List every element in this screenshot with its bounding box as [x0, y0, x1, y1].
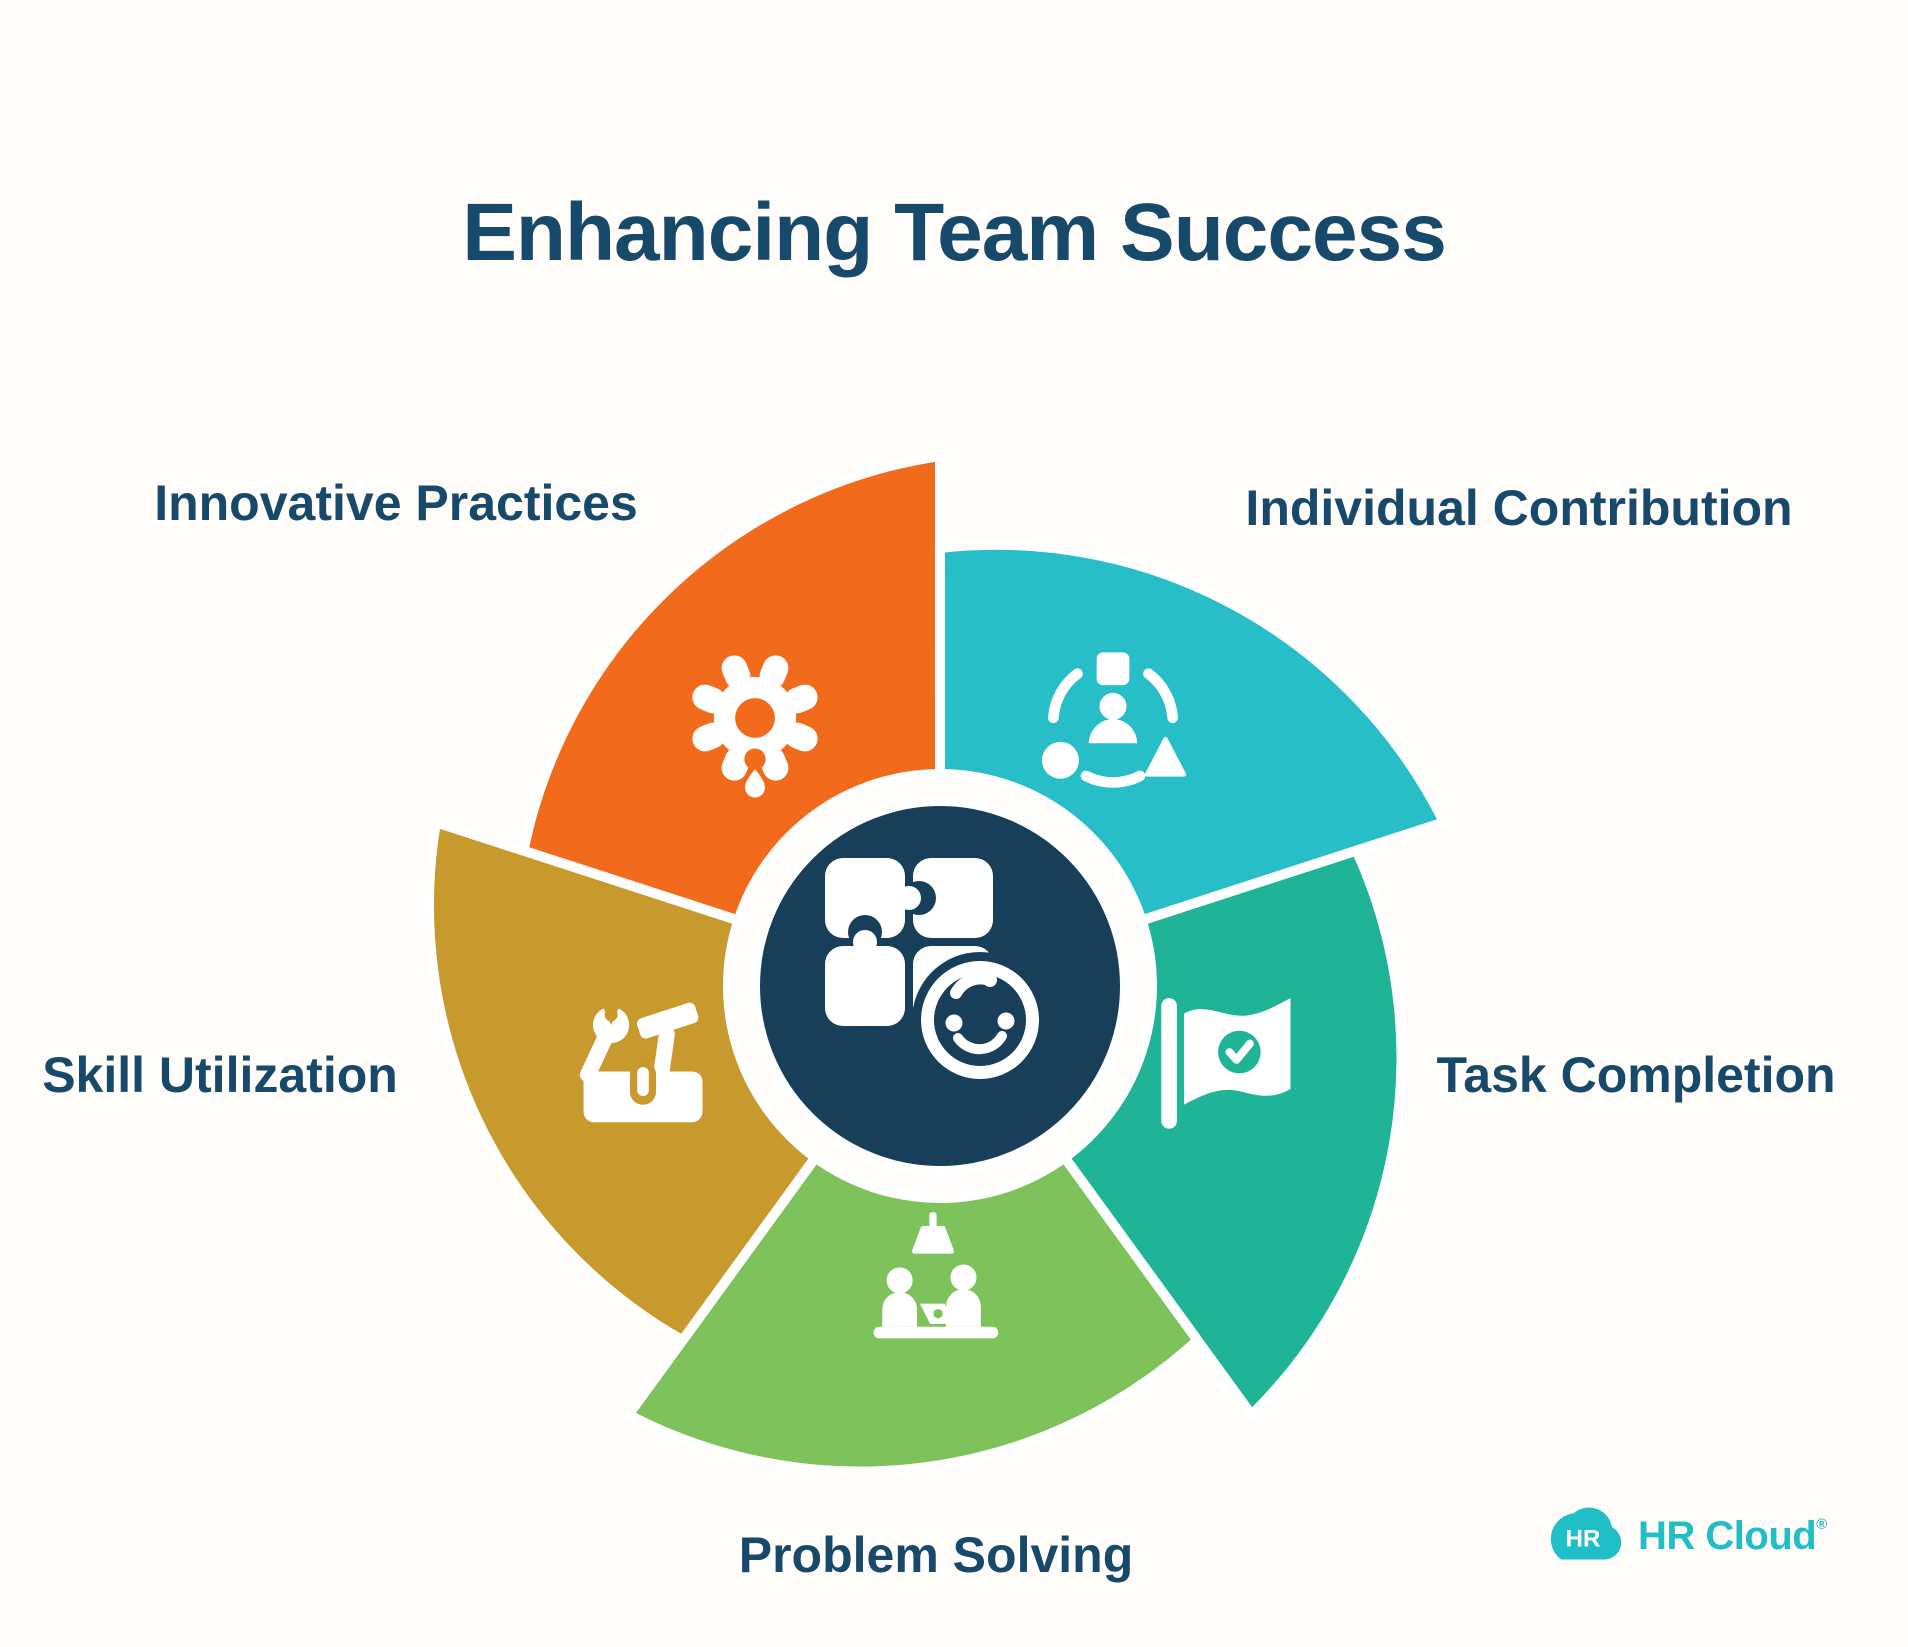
- smiley-face-icon: [912, 952, 1048, 1088]
- logo-brand-label: HR Cloud: [1638, 1513, 1817, 1558]
- toolbox-icon: [579, 998, 703, 1123]
- page-title: Enhancing Team Success: [462, 187, 1447, 278]
- label-individual-contribution: Individual Contribution: [1245, 480, 1793, 536]
- logo-registered-mark: ®: [1816, 1515, 1827, 1533]
- label-problem-solving: Problem Solving: [738, 1527, 1134, 1583]
- segment-task-completion: [1059, 845, 1407, 1420]
- logo-brand-text: HR Cloud®: [1638, 1516, 1827, 1556]
- flag-check-icon: [1161, 998, 1291, 1129]
- logo-badge-text: HR: [1566, 1526, 1601, 1553]
- label-skill-utilization: Skill Utilization: [42, 1047, 398, 1103]
- label-task-completion: Task Completion: [1436, 1047, 1836, 1103]
- segment-individual-contribution: [934, 539, 1450, 926]
- hr-cloud-logo: HR HR Cloud®: [1540, 1502, 1827, 1569]
- person-shapes-icon: [1042, 652, 1187, 788]
- label-innovative-practices: Innovative Practices: [154, 475, 638, 531]
- puzzle-smiley-icon: [750, 796, 1130, 1176]
- team-desk-icon: [873, 1212, 999, 1339]
- cloud-icon: HR: [1550, 1507, 1622, 1560]
- gear-icon: [692, 655, 818, 798]
